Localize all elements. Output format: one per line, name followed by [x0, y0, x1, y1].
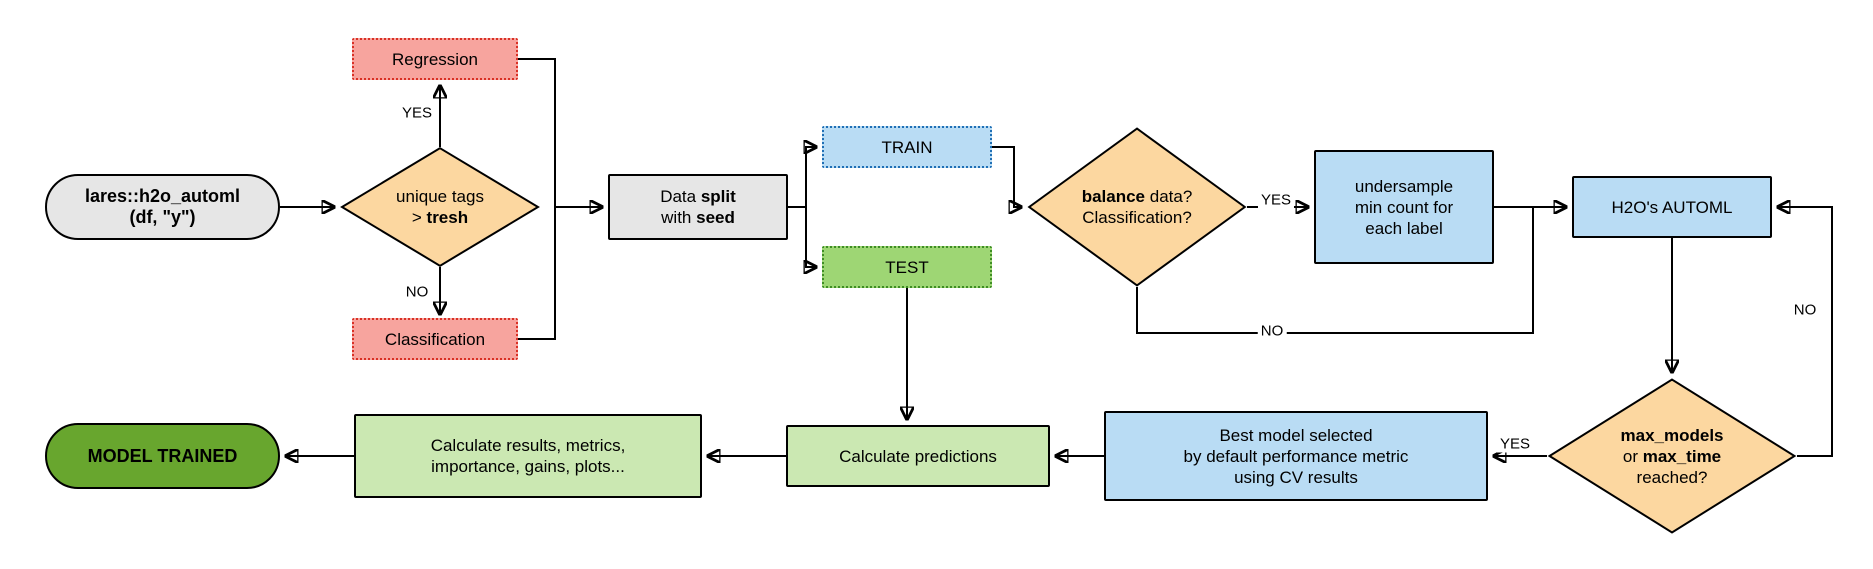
max-check-line1-bold: max_models — [1620, 425, 1724, 445]
test-label: TEST — [885, 257, 929, 277]
calc-results-line2: importance, gains, plots... — [431, 457, 625, 476]
node-calc-results: Calculate results, metrics, importance, … — [354, 414, 702, 498]
max-check-line2-pre: or — [1622, 446, 1643, 466]
node-max-check-decision: max_models or max_time reached? — [1547, 378, 1797, 534]
edge-label-max-yes: YES — [1496, 435, 1534, 453]
balance-line1-bold: balance — [1081, 187, 1146, 206]
max-check-line2-bold: max_time — [1642, 446, 1722, 466]
node-classification: Classification — [352, 318, 518, 360]
edge-datasplit-to-train — [788, 147, 816, 208]
node-calc-predictions: Calculate predictions — [786, 425, 1050, 487]
data-split-line2: with seed — [660, 207, 736, 228]
undersample-line3: each label — [1365, 218, 1443, 238]
max-check-line3: reached? — [1636, 467, 1708, 487]
unique-tags-line2-bold: tresh — [426, 208, 469, 227]
node-undersample: undersample min count for each label — [1314, 150, 1494, 264]
start-line2: (df, "y") — [129, 207, 196, 227]
data-split-line1-bold: split — [700, 187, 736, 206]
edge-label-unique-no: NO — [402, 283, 432, 301]
balance-line2: Classification? — [1082, 208, 1192, 227]
undersample-line2: min count for — [1354, 197, 1454, 217]
edge-datasplit-to-test — [806, 207, 816, 267]
node-balance-decision: balance data? Classification? — [1027, 127, 1247, 287]
node-data-split: Data split with seed — [608, 174, 788, 240]
edge-maxcheck-no-loop — [1778, 207, 1833, 457]
model-trained-label: MODEL TRAINED — [87, 445, 238, 466]
classification-label: Classification — [384, 329, 486, 349]
undersample-line1: undersample — [1354, 176, 1454, 196]
start-line1: lares::h2o_automl — [84, 186, 241, 206]
edge-label-balance-no: NO — [1257, 322, 1287, 340]
node-test: TEST — [822, 246, 992, 288]
max-check-line1: max_models — [1621, 425, 1724, 446]
edge-regression-merge — [518, 58, 556, 207]
data-split-line1-pre: Data — [660, 187, 701, 206]
edge-label-balance-yes: YES — [1257, 191, 1295, 209]
best-model-line1: Best model selected — [1219, 425, 1373, 445]
calc-predictions-label: Calculate predictions — [839, 446, 997, 466]
data-split-line1: Data split — [660, 186, 736, 207]
node-best-model: Best model selected by default performan… — [1104, 411, 1488, 501]
data-split-line2-bold: seed — [696, 208, 735, 227]
diamond-shape — [340, 147, 540, 267]
edge-label-max-no: NO — [1790, 301, 1820, 319]
edge-label-unique-yes: YES — [398, 104, 436, 122]
balance-line1-post: data? — [1145, 187, 1193, 206]
unique-tags-line2-pre: > — [411, 208, 427, 227]
unique-tags-line1: unique tags — [396, 187, 484, 206]
data-split-line2-pre: with — [661, 208, 697, 227]
edge-train-to-balance — [992, 146, 1021, 207]
node-model-trained: MODEL TRAINED — [45, 423, 280, 489]
node-unique-tags-decision: unique tags > tresh — [340, 147, 540, 267]
diamond-shape — [1547, 378, 1797, 534]
node-train: TRAIN — [822, 126, 992, 168]
calc-results-line1: Calculate results, metrics, — [430, 436, 626, 455]
edge-balance-no-to-automl — [1136, 208, 1534, 334]
automl-label: H2O's AUTOML — [1611, 197, 1733, 217]
diamond-shape — [1027, 127, 1247, 287]
node-start: lares::h2o_automl (df, "y") — [45, 174, 280, 240]
node-automl: H2O's AUTOML — [1572, 176, 1772, 238]
node-regression: Regression — [352, 38, 518, 80]
best-model-line2: by default performance metric — [1183, 446, 1409, 466]
max-check-line2: or max_time — [1621, 446, 1724, 467]
edge-classification-merge — [518, 207, 556, 340]
balance-line1: balance data? — [1082, 186, 1193, 207]
regression-label: Regression — [392, 49, 478, 69]
best-model-line3: using CV results — [1234, 467, 1358, 487]
unique-tags-line2: > tresh — [396, 207, 484, 228]
train-label: TRAIN — [881, 137, 933, 157]
